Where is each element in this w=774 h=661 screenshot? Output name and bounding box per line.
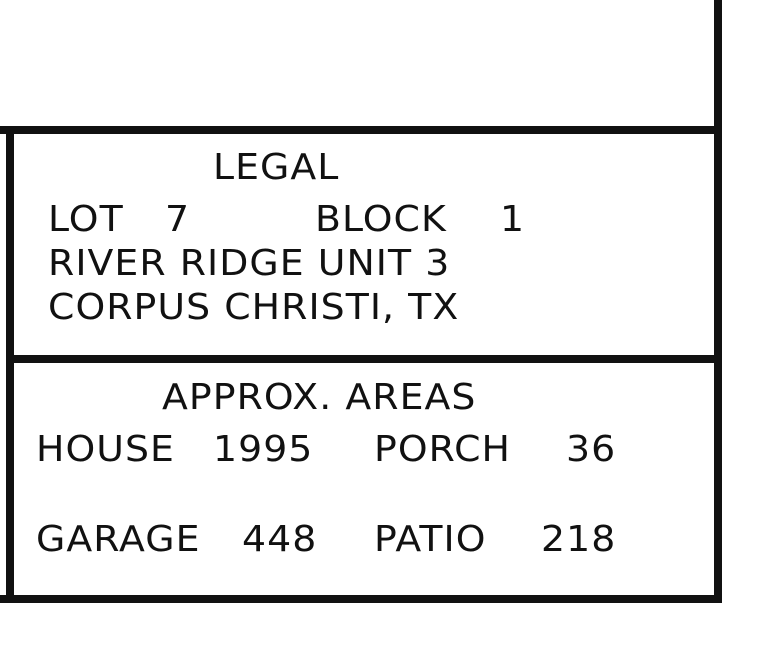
- legal-heading: LEGAL: [213, 147, 340, 188]
- subdivision-text: RIVER RIDGE UNIT 3: [48, 243, 451, 284]
- areas-heading: APPROX. AREAS: [162, 377, 477, 418]
- bottom-divider: [0, 595, 722, 603]
- patio-value: 218: [541, 519, 617, 560]
- porch-value: 36: [566, 429, 617, 470]
- frame-left-border: [6, 126, 14, 603]
- patio-label: PATIO: [374, 519, 487, 560]
- frame-right-border: [714, 0, 722, 603]
- house-label: HOUSE: [36, 429, 175, 470]
- middle-divider: [6, 355, 722, 363]
- lot-label: LOT: [48, 199, 124, 240]
- block-label: BLOCK: [315, 199, 447, 240]
- block-value: 1: [500, 199, 526, 240]
- garage-value: 448: [242, 519, 318, 560]
- garage-label: GARAGE: [36, 519, 201, 560]
- lot-value: 7: [165, 199, 191, 240]
- porch-label: PORCH: [374, 429, 512, 470]
- house-value: 1995: [213, 429, 314, 470]
- top-divider: [0, 126, 722, 134]
- location-text: CORPUS CHRISTI, TX: [48, 287, 460, 328]
